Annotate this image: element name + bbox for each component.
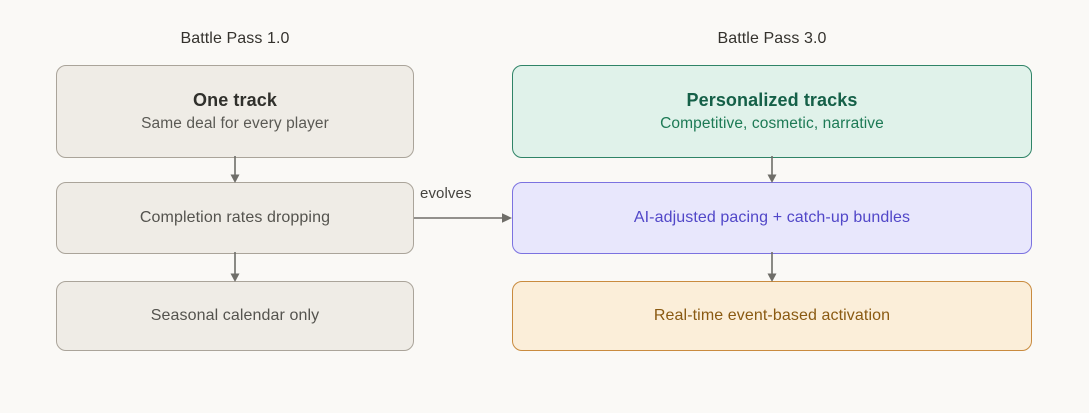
node-label: AI-adjusted pacing + catch-up bundles	[633, 208, 911, 226]
arrow-right-icon	[414, 213, 512, 223]
node-title: Personalized tracks	[686, 90, 858, 110]
arrow-down-icon	[230, 252, 240, 282]
node-subtitle: Same deal for every player	[141, 115, 329, 133]
node-personalized-tracks[interactable]: Personalized tracks Competitive, cosmeti…	[512, 65, 1032, 158]
node-label: Seasonal calendar only	[150, 306, 320, 324]
node-one-track[interactable]: One track Same deal for every player	[56, 65, 414, 158]
node-label: Completion rates dropping	[139, 208, 331, 226]
node-real-time-event-activation[interactable]: Real-time event-based activation	[512, 281, 1032, 351]
node-completion-rates-dropping[interactable]: Completion rates dropping	[56, 182, 414, 254]
column-title-battle-pass-1: Battle Pass 1.0	[180, 30, 290, 47]
arrow-down-icon	[767, 156, 777, 183]
connector-label-evolves: evolves	[420, 185, 472, 202]
node-seasonal-calendar-only[interactable]: Seasonal calendar only	[56, 281, 414, 351]
node-subtitle: Competitive, cosmetic, narrative	[660, 115, 884, 133]
arrow-down-icon	[230, 156, 240, 183]
node-ai-adjusted-pacing[interactable]: AI-adjusted pacing + catch-up bundles	[512, 182, 1032, 254]
node-title: One track	[193, 90, 277, 110]
column-title-battle-pass-3: Battle Pass 3.0	[717, 30, 827, 47]
arrow-down-icon	[767, 252, 777, 282]
node-label: Real-time event-based activation	[653, 306, 891, 324]
